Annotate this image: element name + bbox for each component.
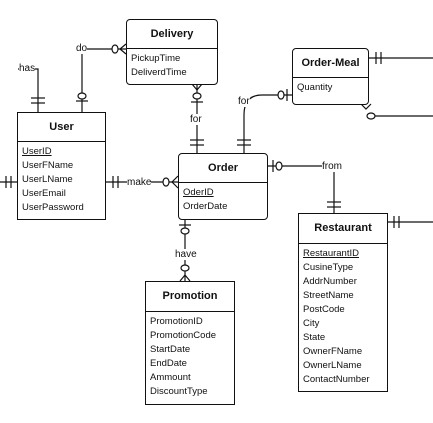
entity-delivery: Delivery PickupTime DeliverdTime [126,19,218,85]
relationship-label-for-meal: for [238,96,250,107]
entity-restaurant-attr: StreetName [303,290,354,301]
entity-promotion-attr: DiscountType [150,386,208,397]
entity-restaurant-attr: City [303,318,320,329]
entity-promotion-title: Promotion [146,282,234,312]
entity-restaurant-attr: AddrNumber [303,276,357,287]
relationship-label-make: make [127,177,152,188]
entity-restaurant-attr: OwnerFName [303,346,363,357]
entity-restaurant-attr-pk: RestaurantID [303,248,359,259]
relationship-label-have: have [175,249,197,260]
entity-promotion-attr: Ammount [150,372,191,383]
relationship-label-has: has [19,63,36,74]
entity-user-attr: UserLName [22,174,73,185]
entity-user-attr: UserEmail [22,188,66,199]
connector-for-meal [243,94,294,153]
entity-order: Order OderID OrderDate [178,153,268,220]
entity-promotion-attr: EndDate [150,358,187,369]
entity-user-attr-pk: UserID [22,146,52,157]
entity-restaurant-attr: ContactNumber [303,374,370,385]
entity-restaurant-attr: PostCode [303,304,345,315]
connector-has [18,68,39,112]
entity-order-title: Order [179,154,267,183]
entity-restaurant-attr: OwnerLName [303,360,362,371]
entity-delivery-attr: DeliverdTime [131,67,187,78]
entity-promotion-attr: PromotionCode [150,330,217,341]
entity-user: User UserID UserFName UserLName UserEmai… [17,112,106,220]
entity-order-meal: Order-Meal Quantity [292,48,369,105]
entity-promotion-attr: StartDate [150,344,191,355]
entity-delivery-title: Delivery [127,20,217,49]
entity-promotion-attr: PromotionID [150,316,203,327]
relationship-label-from: from [322,161,342,172]
entity-user-attr: UserPassword [22,202,84,213]
entity-restaurant: Restaurant RestaurantID CusineType AddrN… [298,213,388,392]
entity-order-meal-title: Order-Meal [293,49,368,78]
entity-restaurant-attr: State [303,332,326,343]
relationship-label-do: do [76,43,88,54]
entity-restaurant-title: Restaurant [299,214,387,244]
entity-promotion: Promotion PromotionID PromotionCode Star… [145,281,235,405]
entity-restaurant-attr: CusineType [303,262,354,273]
entity-delivery-attr: PickupTime [131,53,181,64]
entity-order-attr: OrderDate [183,201,228,212]
connector-from [267,165,335,213]
entity-user-title: User [18,113,105,142]
relationship-label-for-delivery: for [190,114,202,125]
entity-user-attr: UserFName [22,160,74,171]
entity-order-attr-pk: OderID [183,187,214,198]
connector-do [81,48,126,112]
entity-order-meal-attr: Quantity [297,82,333,93]
